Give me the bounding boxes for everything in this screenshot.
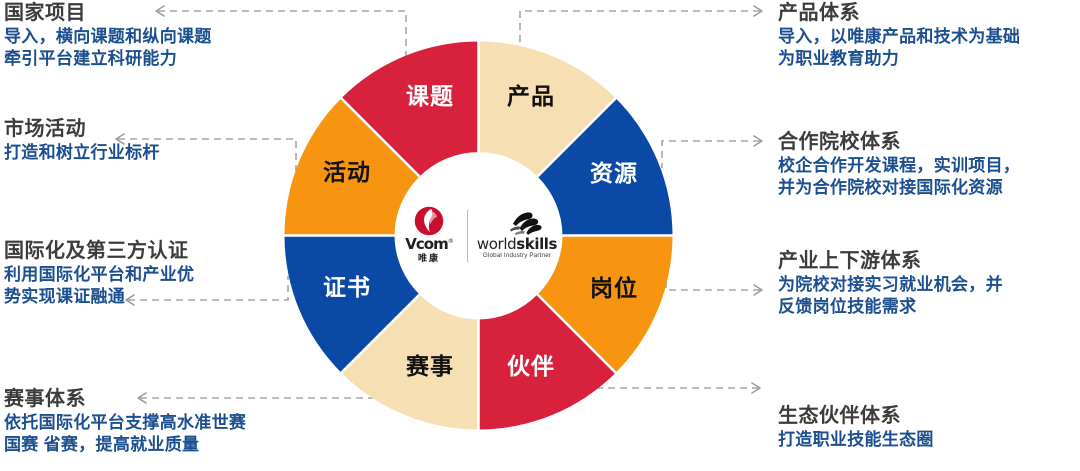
callout-title: 生态伙伴体系 xyxy=(778,405,901,427)
callout-title: 赛事体系 xyxy=(4,388,86,410)
center-logo-hub: Vcom® 唯康 worldskills Global Industry Par… xyxy=(397,154,560,317)
arrowhead-product xyxy=(753,5,763,17)
callout-title: 国际化及第三方认证 xyxy=(4,240,189,262)
wheel-label-resource: 资源 xyxy=(590,160,638,186)
callout-contest-system: 赛事体系 依托国际化平台支撑高水准世赛 国赛 省赛，提高就业质量 xyxy=(4,388,246,456)
callout-body: 利用国际化平台和产业优 势实现课证融通 xyxy=(4,264,195,306)
worldskills-tagline: Global Industry Partner xyxy=(482,252,552,260)
callout-title: 国家项目 xyxy=(4,2,86,24)
callout-internationalization: 国际化及第三方认证 利用国际化平台和产业优 势实现课证融通 xyxy=(4,240,194,308)
callout-market-activity: 市场活动 打造和树立行业标杆 xyxy=(4,118,160,164)
wheel-segment-contest[interactable] xyxy=(341,294,479,430)
arrowhead-ecosystem xyxy=(751,382,761,394)
wheel-segment-post[interactable] xyxy=(537,235,673,373)
connector-school xyxy=(661,140,760,168)
wheel-segment-topic[interactable] xyxy=(341,41,479,177)
callout-title: 产业上下游体系 xyxy=(778,250,922,272)
wheel-label-activity: 活动 xyxy=(323,159,371,185)
callout-industry-chain-system: 产业上下游体系 为院校对接实习就业机会，并 反馈岗位技能需求 xyxy=(778,250,1003,318)
wheel-label-certificate: 证书 xyxy=(323,274,371,300)
wheel-label-post: 岗位 xyxy=(590,275,638,301)
callout-national-project: 国家项目 导入，横向课题和纵向课题 牵引平台建立科研能力 xyxy=(4,2,212,70)
logo-divider xyxy=(467,209,468,262)
callout-body: 依托国际化平台支撑高水准世赛 国赛 省赛，提高就业质量 xyxy=(4,412,247,454)
vcom-wordmark: Vcom® xyxy=(405,235,454,254)
connector-international xyxy=(128,276,289,301)
worldskills-hand-icon xyxy=(510,212,542,236)
vcom-swirl-icon xyxy=(414,206,444,236)
wheel-label-partner: 伙伴 xyxy=(507,353,555,379)
worldskills-logo: worldskills Global Industry Partner xyxy=(475,210,559,261)
registered-mark-icon: ® xyxy=(447,238,454,246)
wheel-segment-activity[interactable] xyxy=(284,98,420,236)
callout-ecosystem-partner-system: 生态伙伴体系 打造职业技能生态圈 xyxy=(778,405,934,451)
wheel-label-topic: 课题 xyxy=(406,83,454,109)
wheel-segment-partner[interactable] xyxy=(478,294,616,430)
callout-title: 合作院校体系 xyxy=(778,131,901,153)
callout-body: 打造和树立行业标杆 xyxy=(4,142,160,162)
arrowhead-national xyxy=(155,5,165,17)
worldskills-wordmark: worldskills xyxy=(476,235,558,254)
wheel-label-product: 产品 xyxy=(507,83,555,109)
callout-body: 导入，横向课题和纵向课题 牵引平台建立科研能力 xyxy=(4,26,212,68)
vcom-logo: Vcom® 唯康 xyxy=(398,206,460,265)
wheel-segment-resource[interactable] xyxy=(537,98,673,236)
callout-product-system: 产品体系 导入，以唯康产品和技术为基础 为职业教育助力 xyxy=(778,2,1020,70)
callout-body: 导入，以唯康产品和技术为基础 为职业教育助力 xyxy=(778,26,1021,68)
arrowhead-school xyxy=(753,135,763,147)
callout-body: 为院校对接实习就业机会，并 反馈岗位技能需求 xyxy=(778,274,1003,316)
callout-body: 打造职业技能生态圈 xyxy=(778,429,934,449)
arrowhead-international xyxy=(125,294,135,306)
arrowhead-industry xyxy=(753,284,763,296)
callout-school-cooperation-system: 合作院校体系 校企合作开发课程，实训项目， 并为合作院校对接国际化资源 xyxy=(778,131,1020,199)
callout-body: 校企合作开发课程，实训项目， 并为合作院校对接国际化资源 xyxy=(778,155,1021,197)
wheel-segment-product[interactable] xyxy=(478,41,616,177)
wheel-segment-certificate[interactable] xyxy=(284,235,420,373)
arrowhead-contest xyxy=(137,392,147,404)
connector-national xyxy=(158,10,407,72)
vcom-chinese-name: 唯康 xyxy=(417,253,440,264)
arrowhead-market xyxy=(115,133,125,145)
callout-title: 产品体系 xyxy=(778,2,860,24)
wheel-label-contest: 赛事 xyxy=(405,353,454,379)
callout-title: 市场活动 xyxy=(4,118,86,140)
